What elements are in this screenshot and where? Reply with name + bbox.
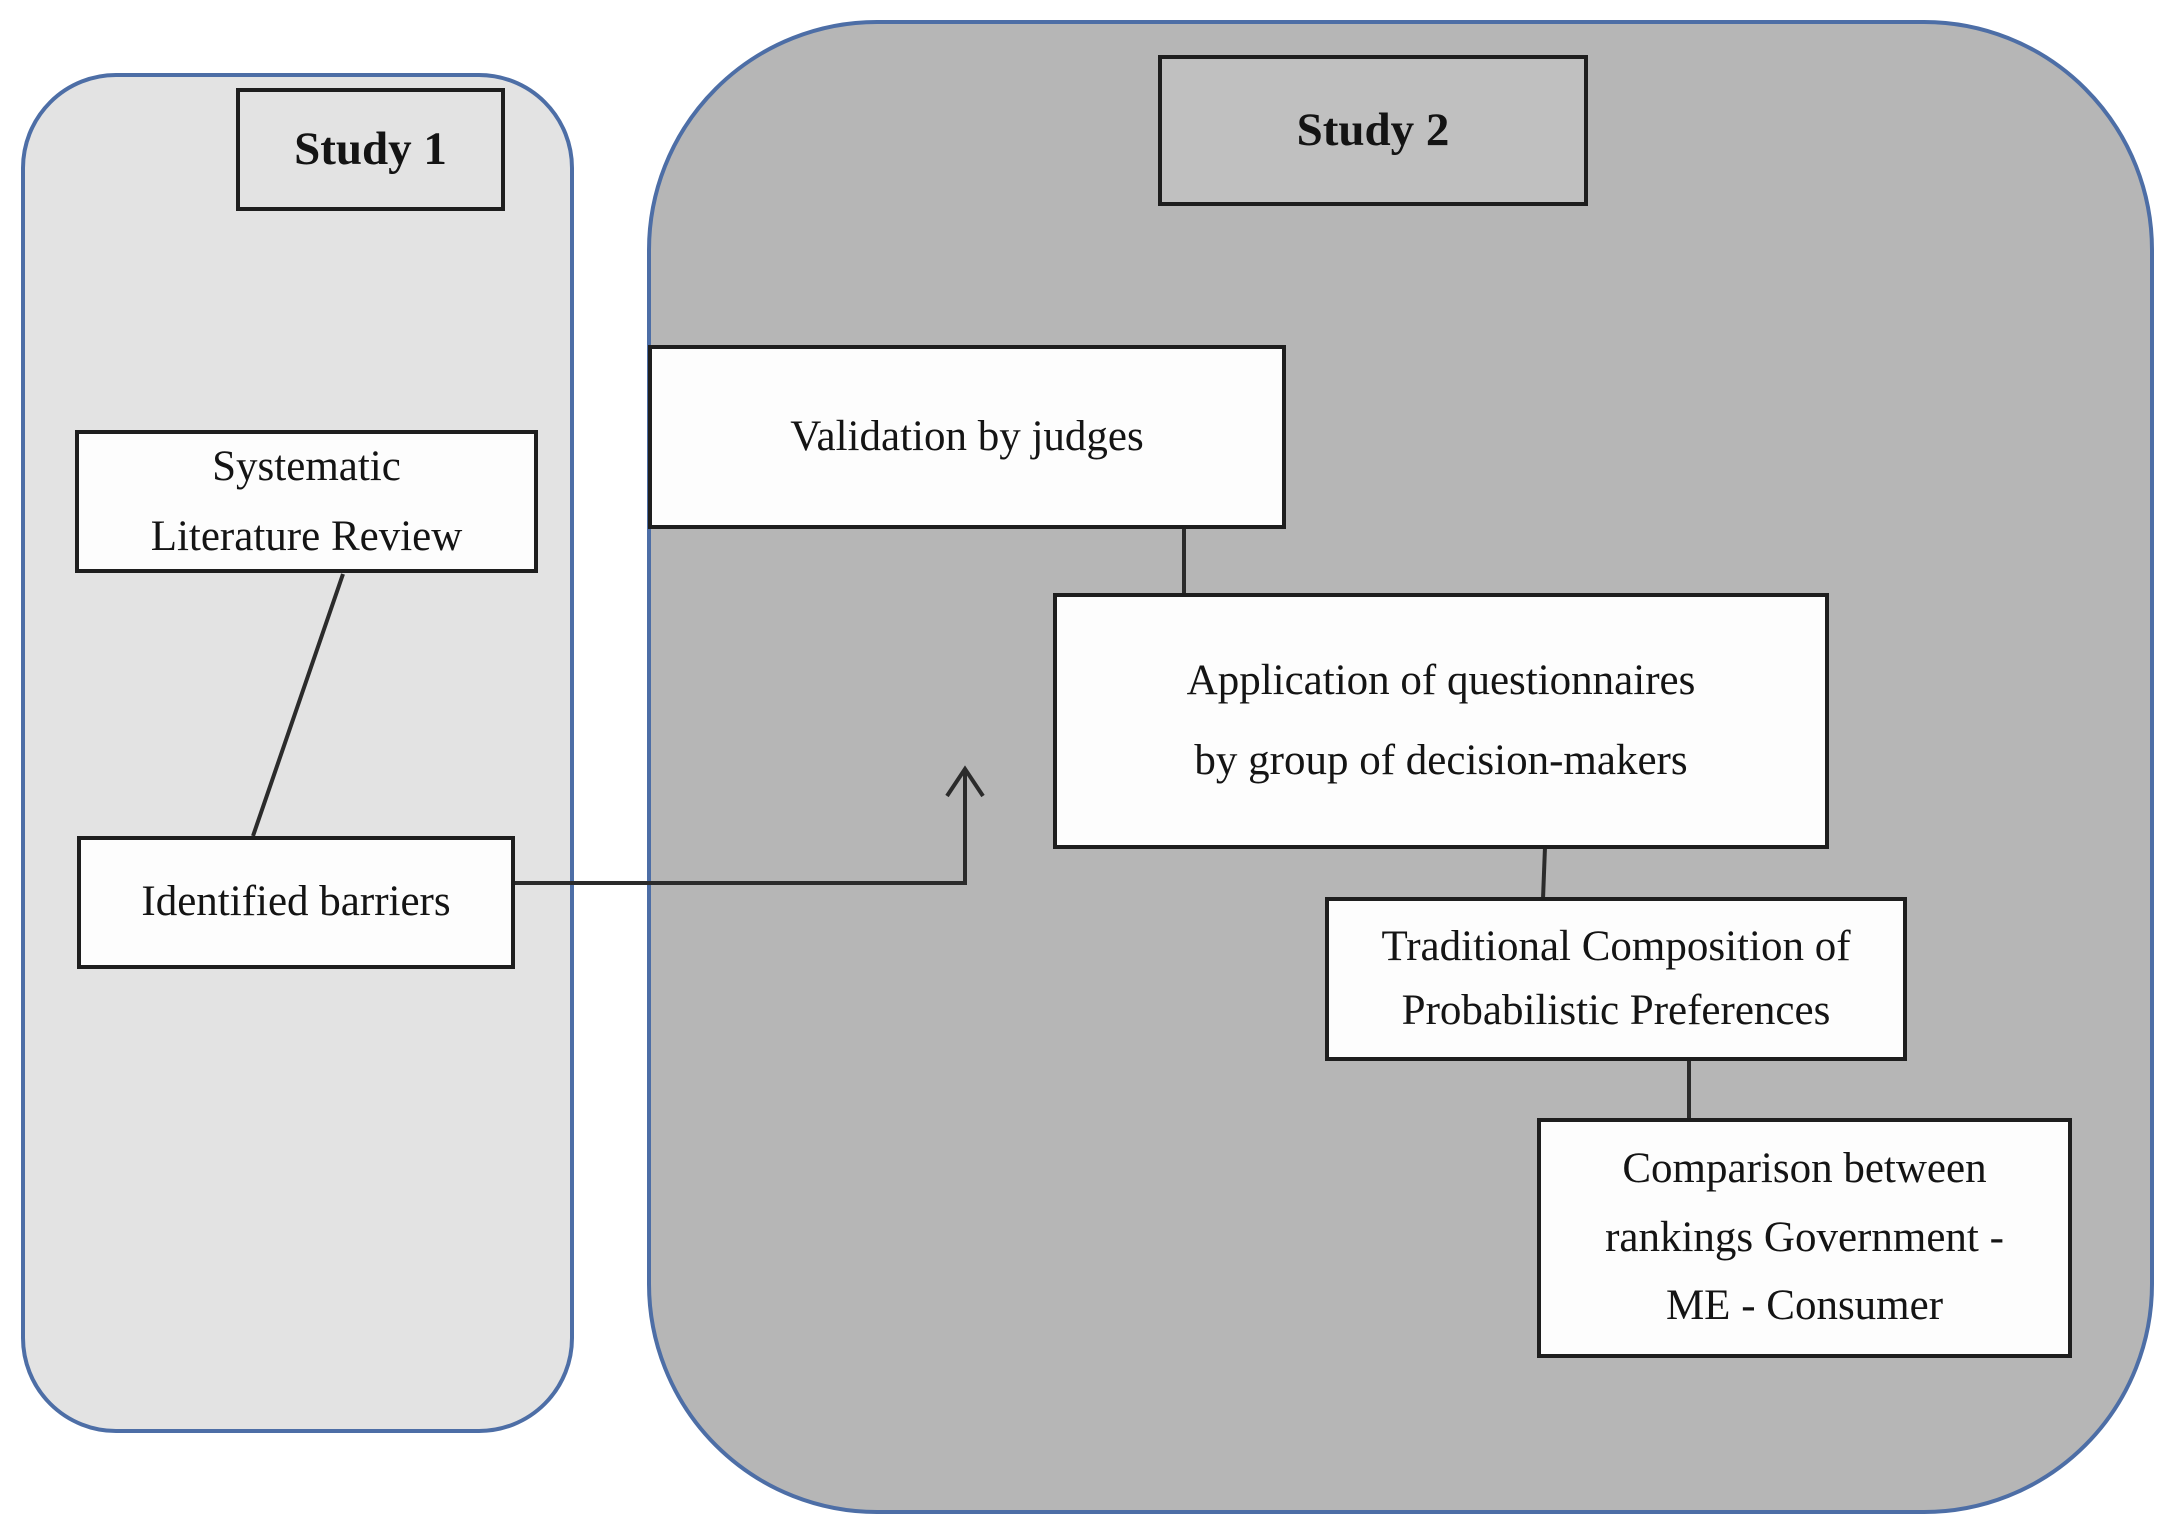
node-label-line: Systematic xyxy=(212,442,401,490)
node-identified-barriers: Identified barriers xyxy=(77,836,515,969)
node-label-line: ME - Consumer xyxy=(1665,1282,1944,1330)
node-application-of-questionnaires: Application of questionnaires by group o… xyxy=(1053,593,1829,849)
node-validation-by-judges: Validation by judges xyxy=(648,345,1286,529)
arrowhead-up xyxy=(945,765,985,798)
node-label-line: Validation by judges xyxy=(790,412,1144,460)
node-systematic-literature-review: Systematic Literature Review xyxy=(75,430,538,573)
edge-questionnaires-to-traditional xyxy=(1541,846,1547,900)
study2-title-box: Study 2 xyxy=(1158,55,1588,206)
node-label-line: by group of decision-makers xyxy=(1194,737,1688,784)
node-label-line: Comparison between xyxy=(1622,1144,1987,1192)
node-label-line: Application of questionnaires xyxy=(1186,657,1696,705)
study1-title-label: Study 1 xyxy=(294,122,447,175)
study1-title-box: Study 1 xyxy=(236,88,505,211)
node-label-line: Literature Review xyxy=(150,512,463,560)
study2-title-label: Study 2 xyxy=(1296,103,1450,156)
study1-panel xyxy=(21,73,574,1433)
node-label-line: rankings Government - xyxy=(1605,1213,2004,1261)
edge-slr-to-barriers xyxy=(251,573,345,837)
node-comparison-rankings: Comparison between rankings Government -… xyxy=(1537,1118,2072,1358)
node-traditional-composition: Traditional Composition of Probabilistic… xyxy=(1325,897,1907,1061)
edge-barriers-elbow xyxy=(514,772,967,885)
node-label-line: Probabilistic Preferences xyxy=(1401,987,1831,1034)
node-label-line: Identified barriers xyxy=(141,878,451,926)
node-label-line: Traditional Composition of xyxy=(1381,922,1851,970)
